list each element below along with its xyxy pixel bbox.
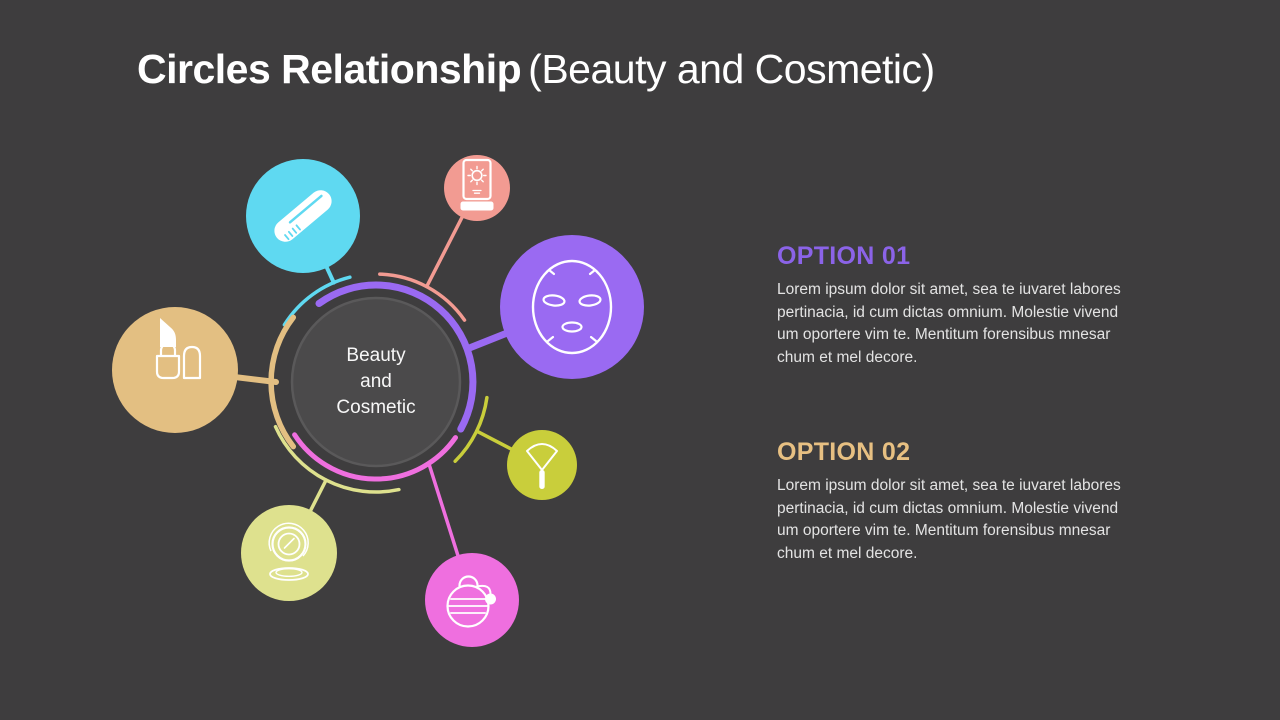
ring-arc-olive	[453, 395, 489, 463]
ring-arc-cyan	[282, 275, 352, 327]
center-circle	[290, 296, 462, 468]
ring-arc-salmon	[378, 272, 467, 322]
slide-title-subtitle: (Beauty and Cosmetic)	[528, 46, 935, 92]
hair-straightener-icon	[274, 190, 332, 242]
slide-title-main: Circles Relationship	[137, 46, 522, 92]
option-01-body: Lorem ipsum dolor sit amet, sea te iuvar…	[777, 281, 1121, 366]
face-mask-icon	[531, 259, 613, 355]
fan-brush-icon	[526, 443, 558, 489]
node-circle-face-mask	[500, 235, 644, 379]
slide-title: Circles Relationship(Beauty and Cosmetic…	[137, 46, 935, 93]
ring-arc-purple	[315, 281, 477, 433]
option-02-body: Lorem ipsum dolor sit amet, sea te iuvar…	[777, 477, 1121, 562]
ring-arc-magenta	[292, 432, 458, 482]
perfume-bottle-icon	[446, 575, 496, 628]
node-circle-compact-mirror	[241, 505, 337, 601]
option-block-02: OPTION 02 Lorem ipsum dolor sit amet, se…	[777, 438, 1189, 565]
ring-arc-tan	[268, 314, 297, 450]
option-02-heading: OPTION 02	[777, 438, 911, 466]
compact-mirror-icon	[268, 522, 309, 581]
node-circle-lipstick	[112, 307, 238, 433]
center-label: Beauty and Cosmetic	[336, 345, 416, 418]
lipstick-icon	[155, 318, 202, 380]
node-circle-fan-brush	[507, 430, 577, 500]
option-01-heading: OPTION 01	[777, 242, 911, 270]
node-circle-sunscreen-tube	[444, 155, 510, 221]
option-block-01: OPTION 01 Lorem ipsum dolor sit amet, se…	[777, 242, 1189, 369]
ring-arc-light-green	[273, 424, 401, 494]
sunscreen-tube-icon	[460, 158, 494, 211]
